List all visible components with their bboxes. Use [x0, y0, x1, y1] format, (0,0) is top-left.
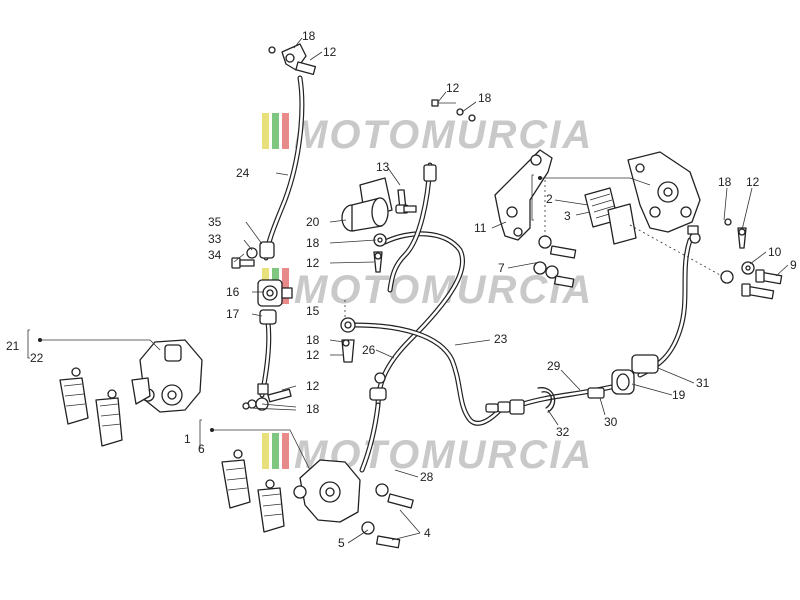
callout-32: 32 [556, 425, 570, 439]
callout-28: 28 [420, 470, 434, 484]
callout-18: 18 [718, 175, 732, 189]
bolt-12-top-middle [431, 99, 476, 122]
hose-clamp-19 [611, 369, 635, 395]
callout-16: 16 [226, 285, 240, 299]
brake-hose-23 [352, 322, 503, 426]
hose-clamp-35 [259, 241, 275, 259]
callout-12: 12 [746, 175, 760, 189]
callout-18: 18 [306, 236, 320, 250]
callout-18: 18 [306, 333, 320, 347]
callout-18: 18 [306, 402, 320, 416]
callout-13: 13 [376, 160, 390, 174]
hose-spring-clip-32 [537, 387, 556, 413]
callout-11: 11 [474, 221, 487, 235]
assembly-bullet-21 [38, 338, 42, 342]
brake-hose-lower-middle [359, 402, 381, 473]
callout-35: 35 [208, 215, 222, 229]
callout-12: 12 [446, 81, 460, 95]
callout-3: 3 [564, 209, 571, 223]
front-caliper-1 [293, 459, 361, 523]
brake-pad-22-b [95, 389, 123, 447]
callout-5: 5 [338, 536, 345, 550]
callout-24: 24 [236, 166, 250, 180]
watermark-text: MOTOMURCIA [294, 113, 593, 157]
brake-pad-6-b [257, 479, 285, 533]
callout-1: 1 [184, 432, 191, 446]
callout-9: 9 [790, 258, 797, 272]
washer-33 [246, 247, 258, 259]
callout-31: 31 [696, 376, 710, 390]
washer-5-lower [361, 521, 401, 549]
watermark-top: MOTOMURCIA [262, 113, 593, 157]
callout-10: 10 [768, 245, 782, 259]
hose-connector-middle [485, 399, 525, 415]
callout-33: 33 [208, 232, 222, 246]
bolt-7-upper [538, 235, 577, 259]
brake-light-switch-16 [257, 279, 293, 307]
brake-hose-upper-middle [375, 231, 466, 408]
hose-clamp-31 [631, 354, 659, 374]
fitting-12-center [373, 251, 383, 273]
brake-hose-29 [517, 382, 623, 408]
leader-lines [27, 37, 789, 544]
callout-18: 18 [478, 91, 492, 105]
washer-10 [741, 261, 755, 275]
callout-labels: 18 12 12 18 24 13 20 18 12 35 33 34 16 1… [6, 29, 797, 550]
brake-pad-22-a [59, 367, 89, 425]
rear-caliper-2 [627, 151, 701, 233]
banjo-fitting-top [268, 43, 317, 76]
callout-21: 21 [6, 339, 20, 353]
watermark-middle: MOTOMURCIA [262, 268, 591, 312]
hose-joint-upper [423, 164, 437, 182]
callout-34: 34 [208, 248, 222, 262]
brake-hose-24 [263, 75, 305, 261]
callout-12: 12 [306, 379, 320, 393]
callout-15: 15 [306, 304, 320, 318]
fitting-18-center [340, 317, 356, 363]
fitting-18-right [687, 218, 732, 244]
callout-2: 2 [546, 192, 553, 206]
callout-4: 4 [424, 526, 431, 540]
bolt-9-lower [720, 270, 775, 300]
callout-29: 29 [547, 359, 561, 373]
assembly-bullet-1 [210, 428, 214, 432]
hose-fitting-30 [587, 387, 605, 399]
callout-22: 22 [30, 351, 44, 365]
brake-pad-6-a [221, 449, 251, 509]
callout-12: 12 [306, 256, 320, 270]
hydraulic-valve-20 [341, 177, 393, 247]
callout-12: 12 [306, 348, 320, 362]
callout-7: 7 [498, 261, 505, 275]
brake-hose-vertical-middle [387, 162, 433, 293]
bolt-34 [231, 257, 255, 269]
callout-19: 19 [672, 388, 686, 402]
caliper-bracket-11 [494, 149, 553, 241]
callout-23: 23 [494, 332, 508, 346]
bolt-9 [755, 269, 783, 285]
callout-18: 18 [302, 29, 316, 43]
callout-30: 30 [604, 415, 618, 429]
hose-clamp-17 [259, 309, 277, 325]
hose-joint-lower [369, 372, 387, 401]
callout-26: 26 [362, 343, 376, 357]
front-caliper-21 [131, 339, 203, 413]
callout-12: 12 [323, 45, 337, 59]
callout-6: 6 [198, 442, 205, 456]
callout-17: 17 [226, 307, 240, 321]
callout-20: 20 [306, 215, 320, 229]
brake-pad-set-3 [584, 187, 637, 245]
bolt-7-lower [533, 261, 575, 288]
washer-5-upper [375, 483, 414, 509]
assembly-bullet-2 [538, 176, 542, 180]
bolt-13 [395, 189, 417, 214]
bleed-screw-12-right [737, 227, 747, 249]
